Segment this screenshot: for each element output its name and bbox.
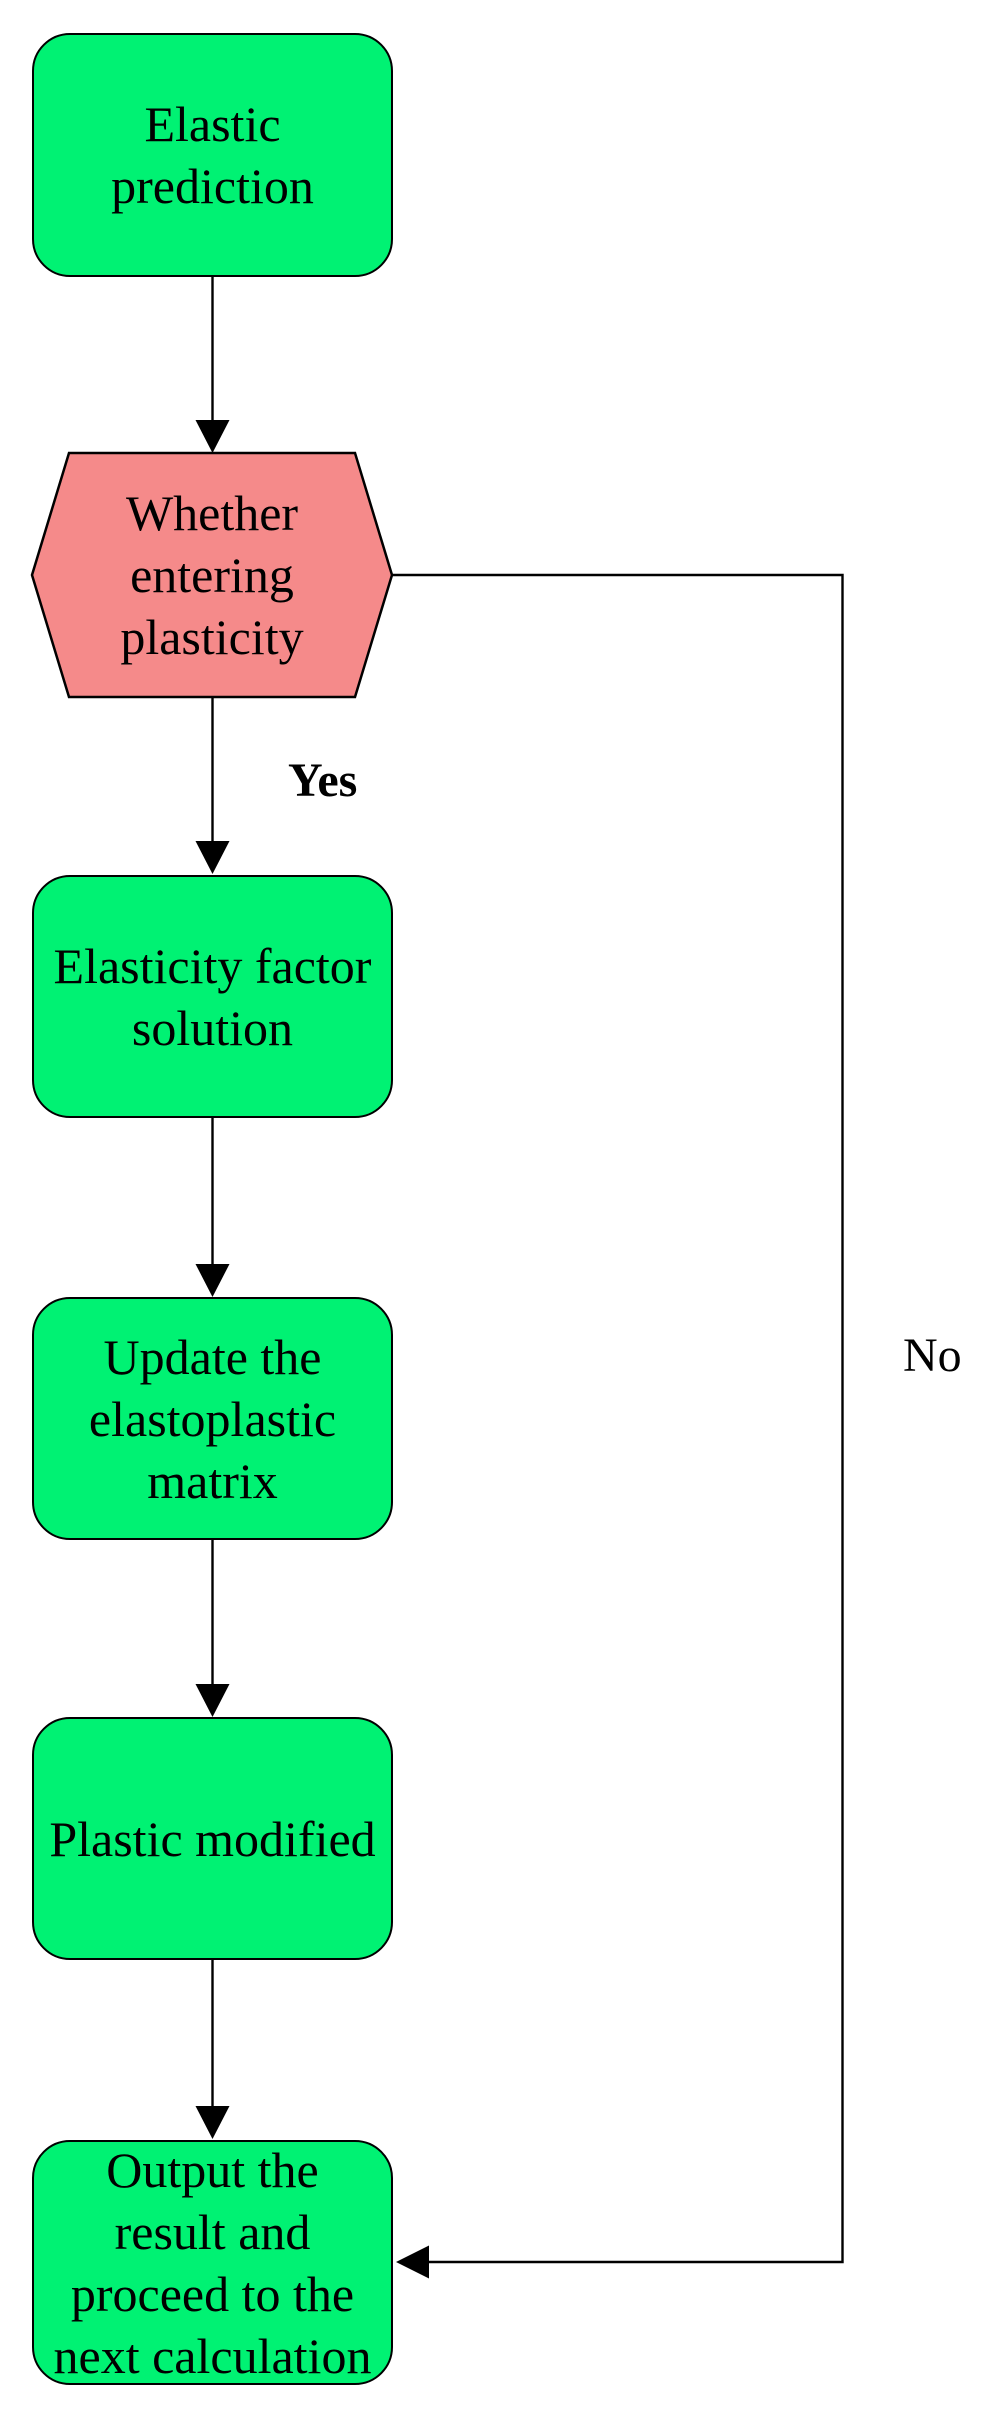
node-update-elastoplastic-matrix: Update the elastoplastic matrix (32, 1297, 393, 1540)
node-elasticity-factor-solution: Elasticity factor solution (32, 875, 393, 1118)
node-plastic-modified: Plastic modified (32, 1717, 393, 1960)
node-output-result-label: Output the result and proceed to the nex… (53, 2141, 372, 2384)
edge-no-polyline (392, 573, 844, 2264)
node-elasticity-factor-solution-label: Elasticity factor solution (53, 937, 372, 1056)
edge-update-to-plastic-arrowhead (195, 1684, 230, 1717)
edge-solution-to-update-arrowhead (195, 1264, 230, 1297)
node-elastic-prediction-label: Elastic prediction (111, 96, 314, 214)
node-elastic-prediction: Elastic prediction (32, 33, 393, 277)
edge-yes-arrowhead (195, 841, 230, 874)
node-update-elastoplastic-matrix-label: Update the elastoplastic matrix (88, 1328, 337, 1509)
edge-no-label: No (903, 1329, 962, 1382)
node-plastic-modified-label: Plastic modified (49, 1810, 376, 1867)
node-output-result: Output the result and proceed to the nex… (32, 2140, 393, 2385)
edge-elastic-to-decision-arrowhead (195, 420, 230, 453)
node-whether-entering-plasticity-label: Whether entering plasticity (120, 485, 304, 665)
edge-yes-label: Yes (288, 754, 358, 807)
edge-no-arrowhead (396, 2245, 429, 2279)
edge-plastic-to-output-arrowhead (195, 2106, 230, 2139)
